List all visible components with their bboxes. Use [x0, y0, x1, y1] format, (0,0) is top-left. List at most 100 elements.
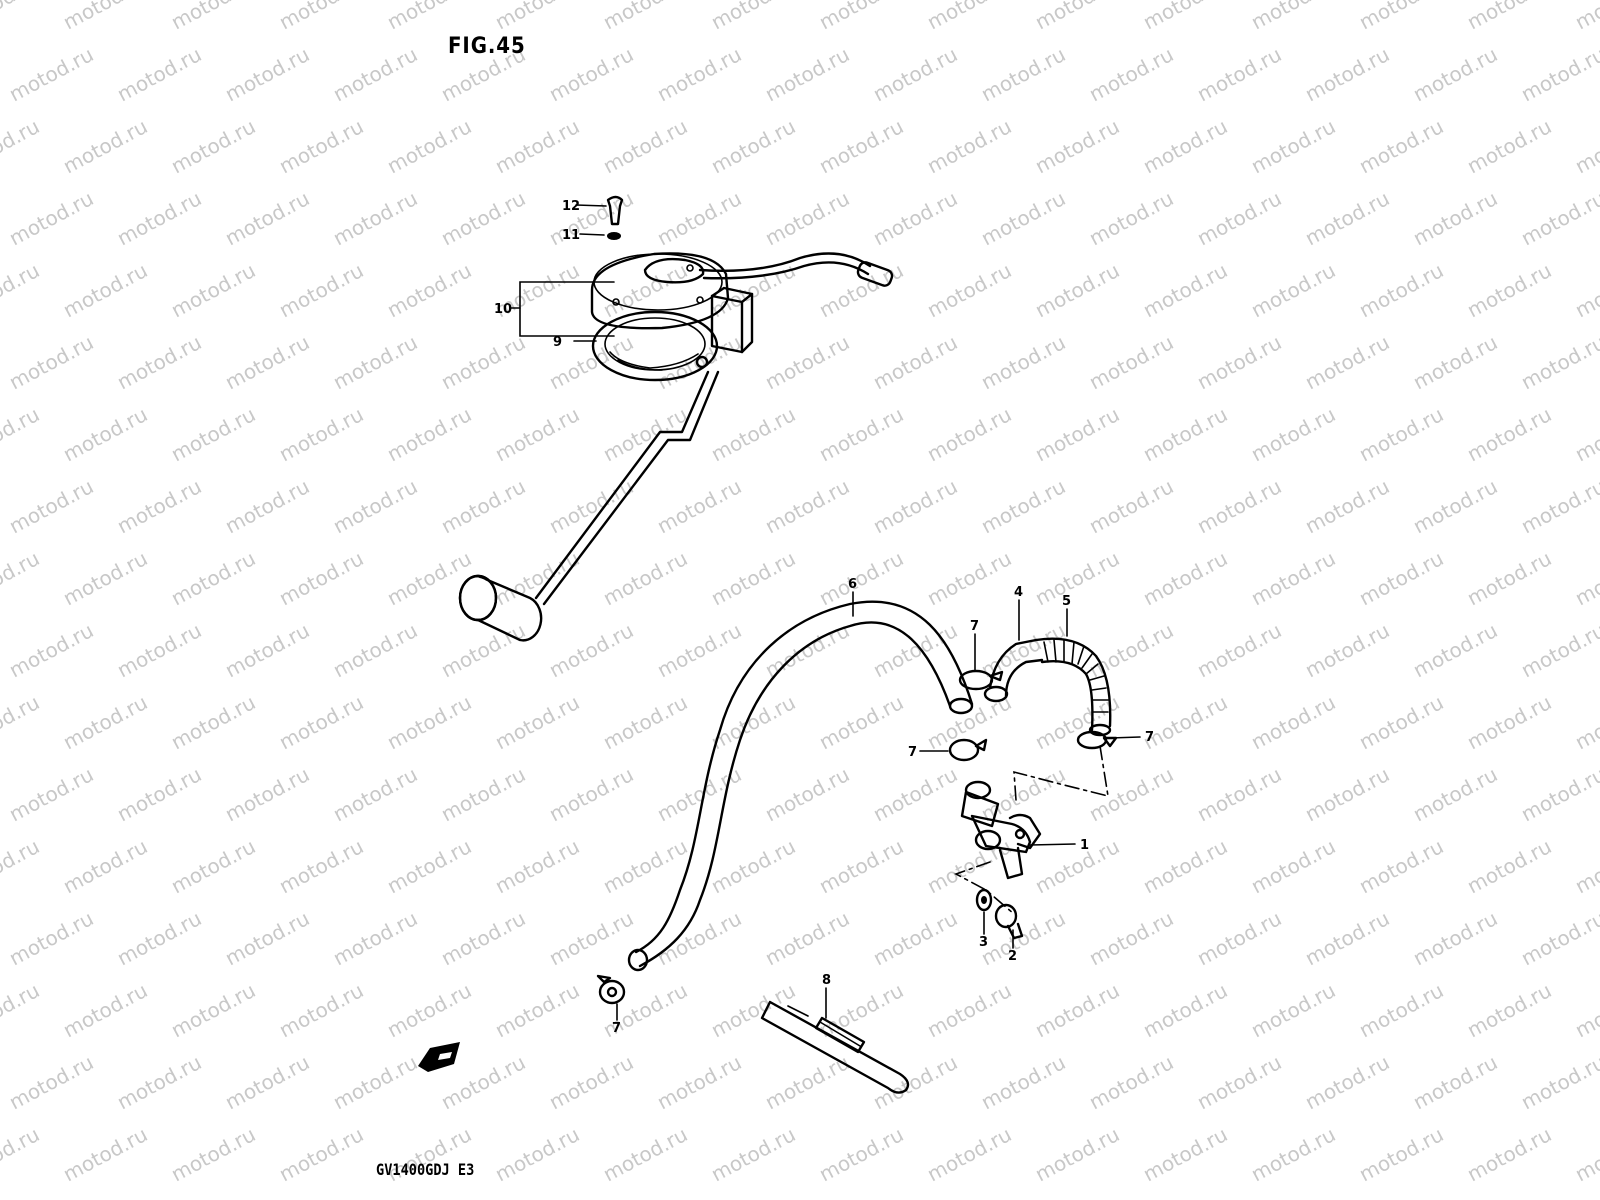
- float: [458, 574, 543, 642]
- watermark-text: motod.ru: [275, 114, 367, 178]
- watermark-text: motod.ru: [5, 762, 97, 826]
- watermark-text: motod.ru: [977, 474, 1069, 538]
- watermark-text: motod.ru: [329, 474, 421, 538]
- watermark-text: motod.ru: [1355, 258, 1447, 322]
- watermark-text: motod.ru: [1463, 258, 1555, 322]
- callout-9: 10: [494, 302, 512, 317]
- watermark-text: motod.ru: [275, 546, 367, 610]
- callout-7: 7: [908, 745, 917, 760]
- watermark-text: motod.ru: [1517, 42, 1600, 106]
- watermark-text: motod.ru: [437, 618, 529, 682]
- watermark-text: motod.ru: [113, 618, 205, 682]
- watermark-text: motod.ru: [1571, 258, 1600, 322]
- watermark-text: motod.ru: [923, 402, 1015, 466]
- watermark-text: motod.ru: [1247, 114, 1339, 178]
- clamp-7: [948, 738, 988, 762]
- watermark-text: motod.ru: [5, 330, 97, 394]
- watermark-text: motod.ru: [1193, 618, 1285, 682]
- watermark-text: motod.ru: [653, 1050, 745, 1114]
- watermark-text: motod.ru: [329, 762, 421, 826]
- watermark-text: motod.ru: [167, 258, 259, 322]
- watermark-text: motod.ru: [653, 42, 745, 106]
- watermark-text: motod.ru: [383, 690, 475, 754]
- watermark-text: motod.ru: [275, 402, 367, 466]
- watermark-text: motod.ru: [1355, 978, 1447, 1042]
- watermark-text: motod.ru: [545, 474, 637, 538]
- watermark-text: motod.ru: [869, 42, 961, 106]
- watermark-text: motod.ru: [1085, 330, 1177, 394]
- watermark-text: motod.ru: [1409, 474, 1501, 538]
- watermark-text: motod.ru: [1139, 258, 1231, 322]
- watermark-text: motod.ru: [59, 834, 151, 898]
- watermark-text: motod.ru: [707, 690, 799, 754]
- watermark-text: motod.ru: [869, 906, 961, 970]
- watermark-text: motod.ru: [1031, 402, 1123, 466]
- watermark-text: motod.ru: [599, 1122, 691, 1186]
- callout-12: 11: [562, 228, 580, 243]
- watermark-text: motod.ru: [1571, 0, 1600, 34]
- watermark-text: motod.ru: [1301, 1050, 1393, 1114]
- watermark-text: motod.ru: [1463, 690, 1555, 754]
- watermark-text: motod.ru: [59, 258, 151, 322]
- watermark-text: motod.ru: [1463, 546, 1555, 610]
- watermark-text: motod.ru: [113, 330, 205, 394]
- watermark-text: motod.ru: [491, 834, 583, 898]
- watermark-text: motod.ru: [1301, 906, 1393, 970]
- watermark-text: motod.ru: [815, 0, 907, 34]
- watermark-text: motod.ru: [1571, 1122, 1600, 1186]
- watermark-text: motod.ru: [869, 186, 961, 250]
- watermark-text: motod.ru: [707, 546, 799, 610]
- callout-7: 7: [1145, 730, 1154, 745]
- watermark-text: motod.ru: [1193, 1050, 1285, 1114]
- watermark-text: motod.ru: [1517, 1050, 1600, 1114]
- watermark-text: motod.ru: [599, 834, 691, 898]
- watermark-text: motod.ru: [599, 690, 691, 754]
- watermark-text: motod.ru: [221, 474, 313, 538]
- watermark-text: motod.ru: [599, 402, 691, 466]
- callout-6: 6: [848, 577, 857, 592]
- watermark-text: motod.ru: [1139, 546, 1231, 610]
- watermark-text: motod.ru: [383, 546, 475, 610]
- watermark-text: motod.ru: [491, 0, 583, 34]
- watermark-text: motod.ru: [1085, 1050, 1177, 1114]
- watermark-text: motod.ru: [1355, 0, 1447, 34]
- watermark-text: motod.ru: [491, 546, 583, 610]
- watermark-text: motod.ru: [761, 618, 853, 682]
- watermark-text: motod.ru: [599, 0, 691, 34]
- watermark-text: motod.ru: [1301, 330, 1393, 394]
- watermark-text: motod.ru: [5, 42, 97, 106]
- watermark-text: motod.ru: [1085, 42, 1177, 106]
- watermark-text: motod.ru: [923, 834, 1015, 898]
- watermark-text: motod.ru: [1031, 258, 1123, 322]
- callout-7: 7: [970, 619, 979, 634]
- watermark-text: motod.ru: [383, 258, 475, 322]
- watermark-text: motod.ru: [1463, 1122, 1555, 1186]
- watermark-text: motod.ru: [1031, 834, 1123, 898]
- watermark-text: motod.ru: [761, 186, 853, 250]
- watermark-text: motod.ru: [707, 0, 799, 34]
- callout-2: 2: [1008, 949, 1017, 964]
- watermark-text: motod.ru: [1085, 474, 1177, 538]
- screw-11: [606, 195, 624, 226]
- watermark-text: motod.ru: [815, 546, 907, 610]
- watermark-text: motod.ru: [1301, 474, 1393, 538]
- watermark-text: motod.ru: [1139, 0, 1231, 34]
- watermark-text: motod.ru: [113, 1050, 205, 1114]
- watermark-text: motod.ru: [1031, 546, 1123, 610]
- model-code: GV1400GDJ E3: [376, 1160, 475, 1179]
- watermark-text: motod.ru: [1139, 1122, 1231, 1186]
- watermark-text: motod.ru: [1085, 906, 1177, 970]
- fuel-level-sender: [458, 195, 894, 642]
- watermark-text: motod.ru: [599, 546, 691, 610]
- watermark-text: motod.ru: [113, 42, 205, 106]
- watermark-text: motod.ru: [0, 1122, 43, 1186]
- watermark-text: motod.ru: [707, 114, 799, 178]
- watermark-text: motod.ru: [0, 690, 43, 754]
- watermark-text: motod.ru: [545, 1050, 637, 1114]
- watermark-text: motod.ru: [1355, 402, 1447, 466]
- watermark-text: motod.ru: [1247, 834, 1339, 898]
- watermark-text: motod.ru: [1517, 330, 1600, 394]
- watermark-text: motod.ru: [275, 690, 367, 754]
